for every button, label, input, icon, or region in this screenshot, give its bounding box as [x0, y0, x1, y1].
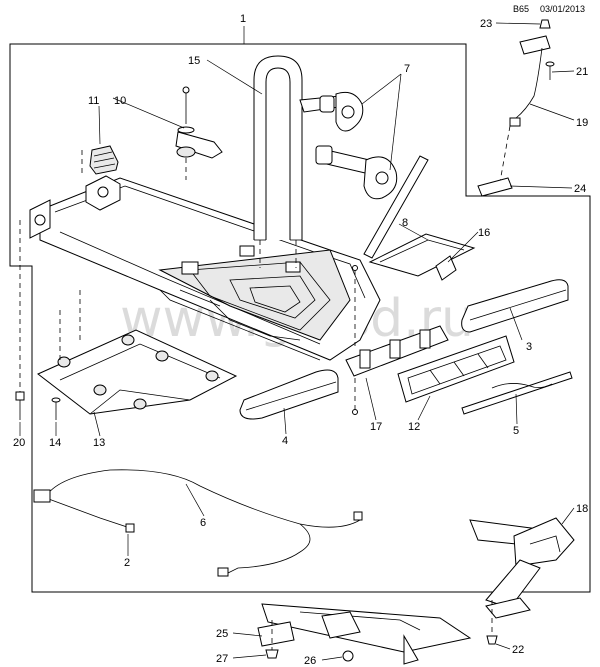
clamp-assembly: [175, 86, 223, 180]
lamp-housing: [397, 335, 515, 403]
stop-arm: [363, 155, 457, 281]
bike-cradle-upper: [299, 91, 364, 132]
side-cover-right: [461, 279, 569, 333]
callout-26: 26: [304, 655, 316, 667]
bolt-23: [539, 19, 551, 29]
callout-16: 16: [478, 227, 490, 239]
callout-23: 23: [480, 18, 492, 30]
bolt-20: [15, 220, 25, 420]
handle-bar: [253, 55, 303, 268]
support-bracket: [368, 233, 476, 277]
callout-15: 15: [188, 55, 200, 67]
lamp-bracket: [345, 265, 449, 415]
callout-6: 6: [200, 517, 206, 529]
carrier-frame: [29, 175, 381, 361]
callout-27: 27: [216, 653, 228, 665]
callout-20: 20: [13, 437, 25, 449]
callout-18: 18: [576, 503, 588, 515]
callout-3: 3: [526, 341, 532, 353]
screw-14: [51, 397, 61, 420]
receiver-bracket: [261, 597, 531, 665]
callout-12: 12: [408, 421, 420, 433]
callout-22: 22: [512, 644, 524, 656]
bike-cradle-lower: [315, 145, 398, 200]
anti-slip-mat: [37, 290, 238, 415]
callout-1: 1: [240, 13, 246, 25]
callout-21: 21: [576, 66, 588, 78]
callout-5: 5: [513, 425, 519, 437]
callout-25: 25: [216, 628, 228, 640]
callout-4: 4: [282, 435, 288, 447]
plate-25: [257, 621, 295, 647]
callout-7: 7: [404, 63, 410, 75]
inset-cable: [499, 35, 551, 183]
hitch-tube: [469, 517, 575, 609]
inset-bracket-24: [477, 177, 513, 197]
diagram-date: 03/01/2013: [540, 4, 585, 14]
wiring-harness: [33, 469, 363, 577]
reflector-strip: [461, 371, 573, 415]
callout-2: 2: [124, 557, 130, 569]
callout-8: 8: [402, 217, 408, 229]
bolt-27: [265, 620, 279, 659]
callout-11: 11: [88, 95, 99, 107]
diagram-code: B65: [513, 4, 529, 14]
callout-14: 14: [49, 437, 61, 449]
callouts: 1 2 3 4 5 6 7 8 10 11 12 13 14 15 16 17 …: [13, 13, 588, 667]
callout-13: 13: [93, 437, 105, 449]
callout-10: 10: [114, 95, 126, 107]
screw-21: [545, 61, 555, 80]
callout-17: 17: [370, 421, 382, 433]
side-cover-left: [239, 369, 339, 420]
nut-26: [342, 650, 354, 662]
leader-lines: [19, 22, 575, 661]
rubber-bumper: [81, 145, 119, 176]
callout-19: 19: [576, 117, 588, 129]
callout-24: 24: [574, 183, 586, 195]
bolt-22: [486, 600, 498, 645]
